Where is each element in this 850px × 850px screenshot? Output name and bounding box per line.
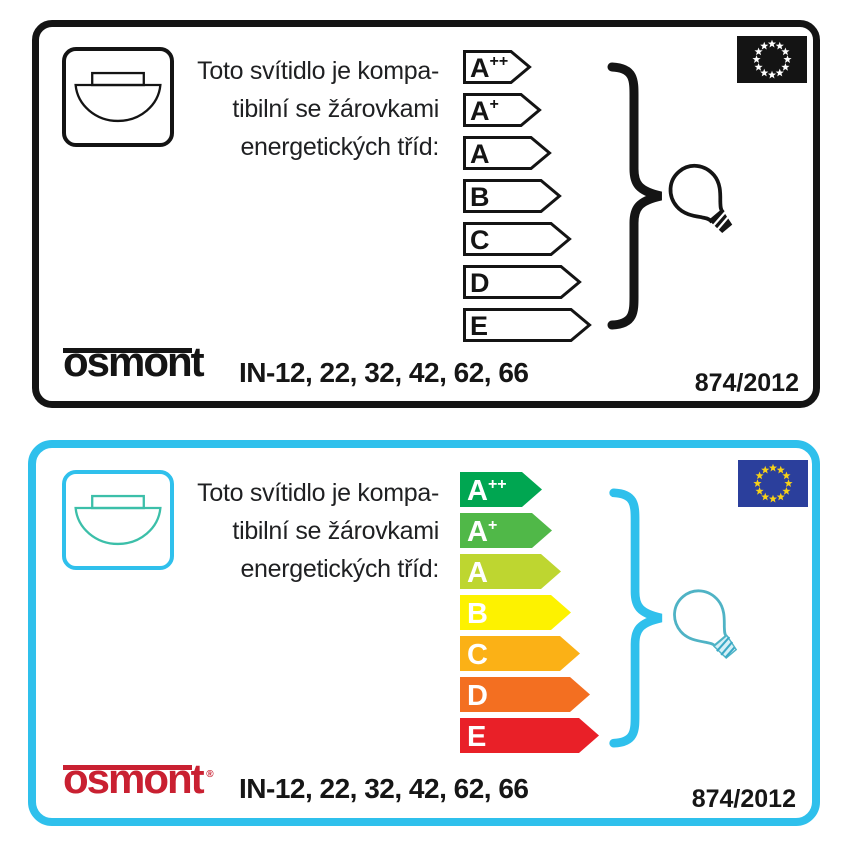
energy-class-arrow-C: C xyxy=(460,636,580,671)
compat-line-2: tibilní se žárovkami xyxy=(232,95,439,123)
osmont-logo-bar xyxy=(63,348,192,353)
svg-text:E: E xyxy=(467,721,486,753)
eu-star xyxy=(760,68,769,77)
registered-mark: ® xyxy=(206,769,214,780)
energy-class-arrow-E: E xyxy=(460,718,599,753)
model-numbers: IN-12, 22, 32, 42, 62, 66 xyxy=(239,773,529,804)
light-bulb-icon xyxy=(655,150,758,257)
eu-star xyxy=(781,47,790,56)
eu-flag-icon xyxy=(737,36,807,83)
brace-icon xyxy=(609,488,663,748)
eu-star xyxy=(767,70,777,79)
energy-class-arrow-D: D xyxy=(463,265,582,299)
eu-star xyxy=(754,47,763,56)
eu-star xyxy=(768,494,778,503)
energy-label-card-color: Toto svítidlo je kompa- tibilní se žárov… xyxy=(28,440,820,826)
eu-star xyxy=(776,492,785,501)
osmont-logo-bar xyxy=(63,765,192,770)
ceiling-lamp-drawing xyxy=(74,71,162,123)
regulation-number: 874/2012 xyxy=(691,785,796,813)
eu-star xyxy=(767,39,777,48)
eu-star xyxy=(755,471,764,480)
eu-star xyxy=(781,62,790,71)
energy-class-arrow-A: A xyxy=(463,136,552,170)
brace-icon xyxy=(607,62,663,330)
eu-star xyxy=(753,479,762,487)
compat-line-1: Toto svítidlo je kompa- xyxy=(197,479,439,507)
eu-star xyxy=(783,55,792,63)
compat-line-2: tibilní se žárovkami xyxy=(232,517,439,545)
energy-class-arrow-C: C xyxy=(463,222,572,256)
energy-label-card-mono: Toto svítidlo je kompa- tibilní se žárov… xyxy=(32,20,820,408)
osmont-logo: osmont xyxy=(63,338,205,385)
eu-star xyxy=(775,68,784,77)
energy-class-arrow-B: B xyxy=(463,179,562,213)
light-bulb-icon xyxy=(659,575,762,682)
energy-class-arrow-A+: A+ xyxy=(463,93,542,127)
compatibility-text: Toto svítidlo je kompa- tibilní se žárov… xyxy=(189,52,439,166)
osmont-logo: osmont® xyxy=(63,755,214,802)
eu-star xyxy=(782,486,791,495)
osmont-logo-text: osmont xyxy=(63,338,205,385)
eu-star xyxy=(776,465,785,474)
eu-star xyxy=(775,41,784,50)
compat-line-3: energetických tříd: xyxy=(240,555,439,583)
ceiling-lamp-icon xyxy=(62,470,174,570)
eu-star xyxy=(760,41,769,50)
compatibility-text: Toto svítidlo je kompa- tibilní se žárov… xyxy=(189,474,439,588)
svg-text:A: A xyxy=(467,557,488,589)
energy-class-arrow-A++: A++ xyxy=(460,472,542,507)
eu-flag-icon xyxy=(738,460,808,507)
eu-star xyxy=(768,463,778,472)
regulation-number: 874/2012 xyxy=(694,369,799,397)
svg-text:D: D xyxy=(470,268,490,298)
eu-star xyxy=(752,55,761,63)
ceiling-lamp-icon xyxy=(62,47,174,147)
eu-star xyxy=(784,479,793,487)
energy-class-arrow-A++: A++ xyxy=(463,50,532,84)
svg-text:B: B xyxy=(467,598,488,630)
svg-text:C: C xyxy=(467,639,488,671)
svg-text:E: E xyxy=(470,311,488,341)
eu-star xyxy=(761,465,770,474)
eu-star xyxy=(782,471,791,480)
svg-text:D: D xyxy=(467,680,488,712)
compat-line-1: Toto svítidlo je kompa- xyxy=(197,57,439,85)
energy-class-arrow-A: A xyxy=(460,554,561,589)
svg-text:C: C xyxy=(470,225,490,255)
eu-star xyxy=(755,486,764,495)
svg-text:B: B xyxy=(470,182,490,212)
energy-class-arrow-A+: A+ xyxy=(460,513,552,548)
ceiling-lamp-drawing xyxy=(74,494,162,546)
model-numbers: IN-12, 22, 32, 42, 62, 66 xyxy=(239,357,529,388)
osmont-logo-text: osmont xyxy=(63,755,205,802)
energy-class-arrow-E: E xyxy=(463,308,592,342)
eu-star xyxy=(754,62,763,71)
svg-text:A: A xyxy=(470,139,490,169)
compat-line-3: energetických tříd: xyxy=(240,133,439,161)
eu-star xyxy=(761,492,770,501)
energy-class-arrow-D: D xyxy=(460,677,590,712)
energy-class-arrow-B: B xyxy=(460,595,571,630)
